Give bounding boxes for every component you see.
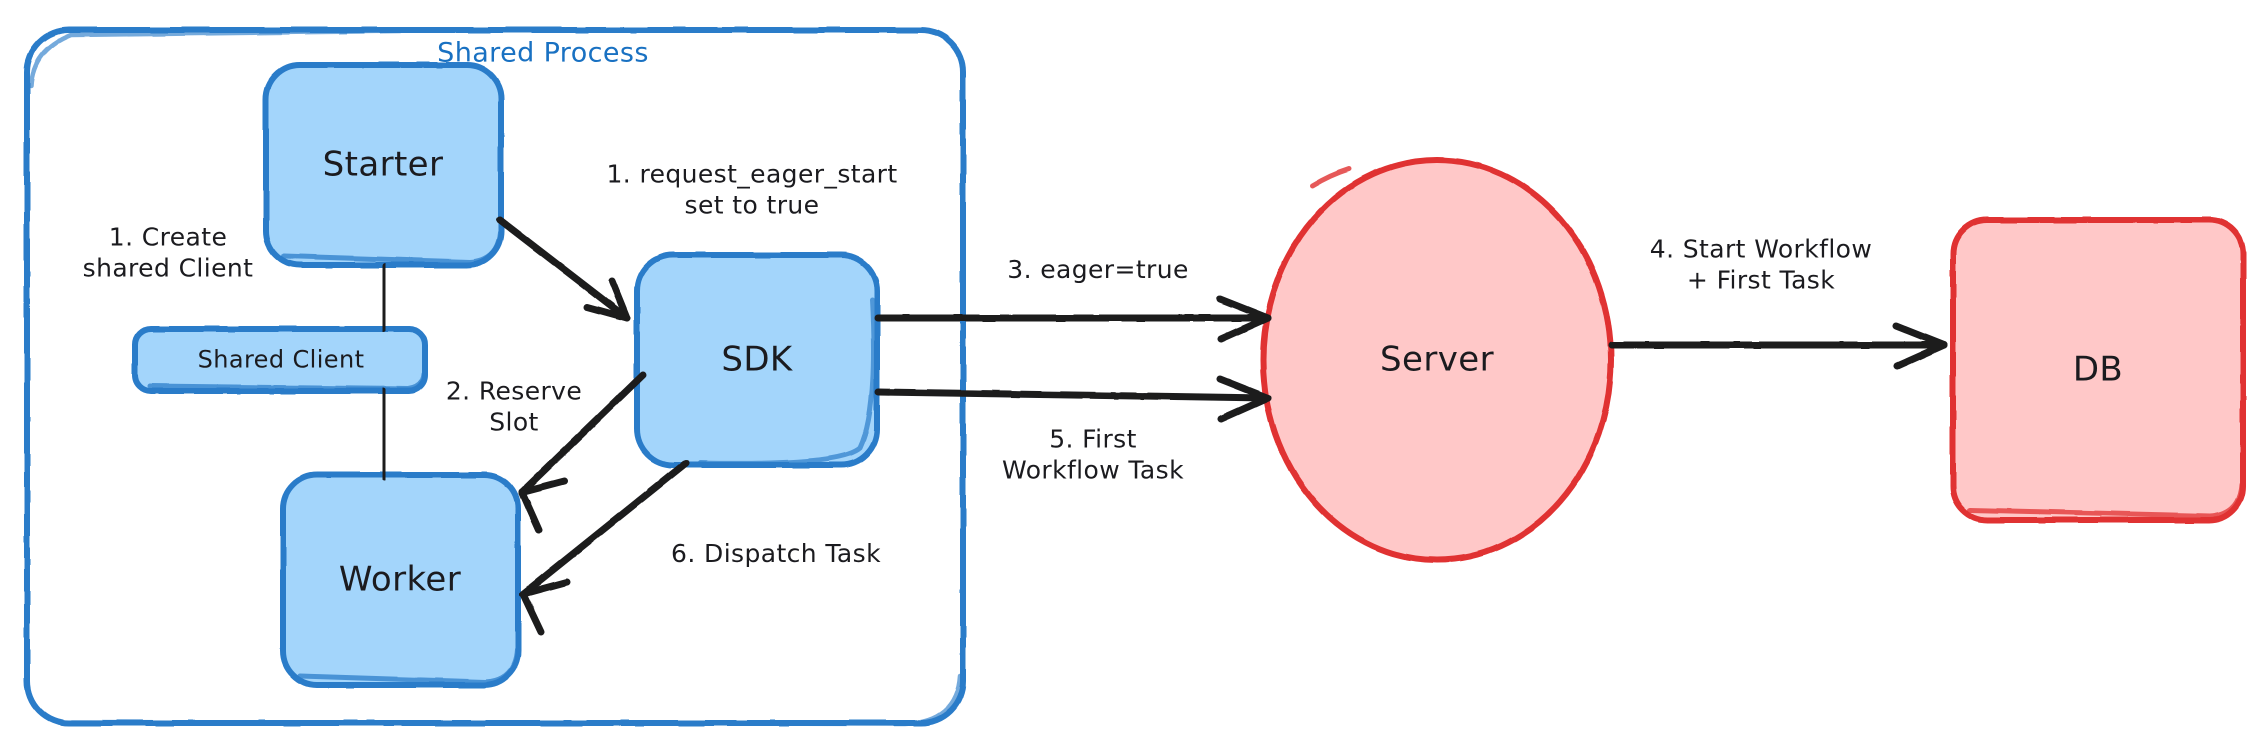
node-worker-shape[interactable] [280,472,521,688]
node-sdk-shape[interactable] [634,252,880,468]
node-server-shape[interactable] [1260,157,1614,563]
connector-eager-true [874,295,1272,343]
connector-first-workflow-task [874,375,1272,423]
node-shared-client-shape[interactable] [132,326,428,394]
connector-request-eager-start [496,216,631,322]
connector-start-workflow-first-task [1608,322,1948,370]
connector-create-shared-client [380,263,388,480]
connector-reserve-slot [518,371,647,534]
connector-dispatch-task [519,459,690,636]
node-starter-shape[interactable] [263,62,504,268]
node-db-shape[interactable] [1950,217,2246,523]
shared-process-frame [24,27,966,727]
